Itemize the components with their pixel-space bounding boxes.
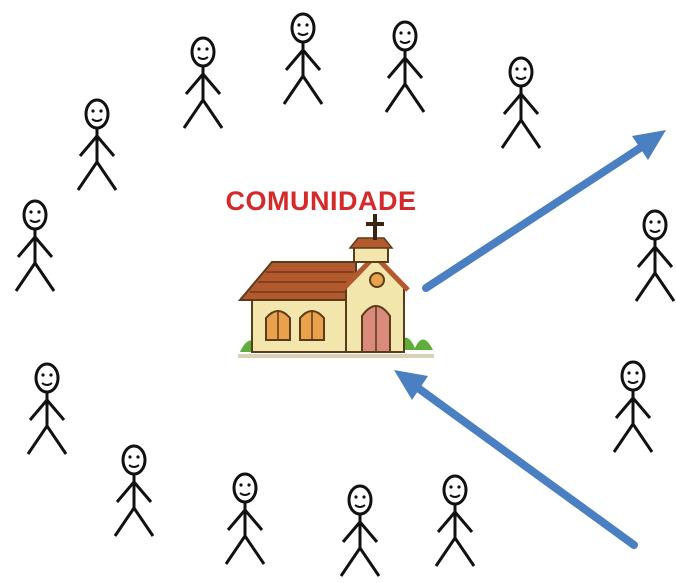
person-figure-5 (76, 98, 118, 192)
person-figure-8 (26, 362, 68, 456)
person-figure-7 (634, 209, 676, 303)
person-figure-3 (384, 20, 426, 114)
church-icon (237, 214, 434, 358)
arrow-up-right (422, 130, 666, 292)
person-figure-9 (612, 360, 654, 454)
person-figure-1 (182, 36, 224, 130)
person-figure-2 (282, 12, 324, 106)
person-figure-12 (339, 484, 381, 578)
diagram-title: COMUNIDADE (225, 186, 417, 216)
person-figure-6 (14, 199, 56, 293)
person-figure-11 (224, 472, 266, 566)
person-figure-13 (434, 474, 476, 568)
person-figure-4 (500, 56, 542, 150)
person-figure-10 (113, 444, 155, 538)
arrow-to-church (394, 370, 638, 549)
